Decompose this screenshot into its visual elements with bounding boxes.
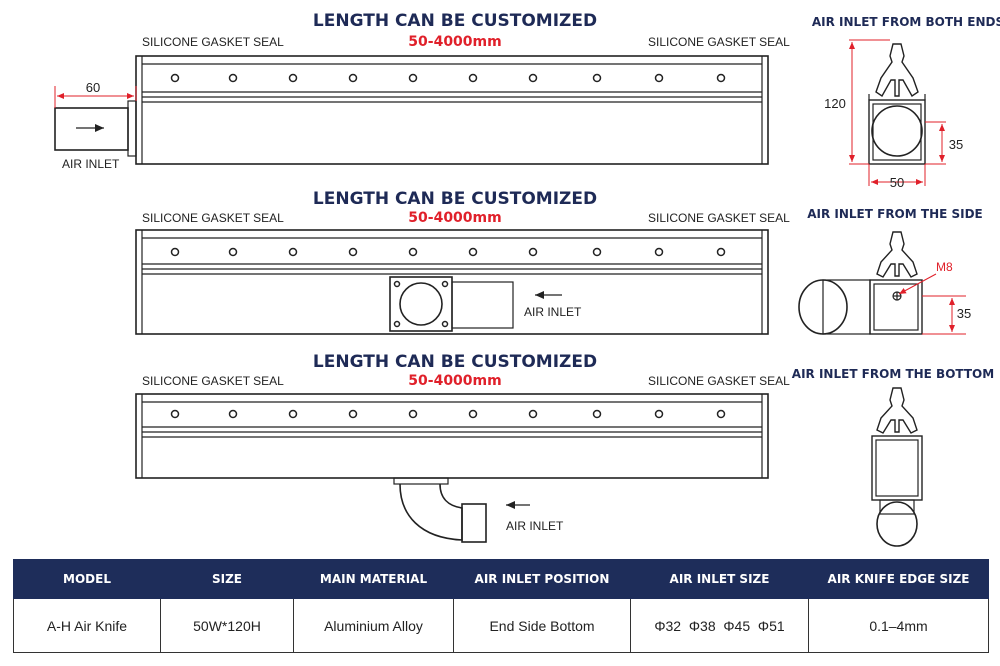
gasket-label-right: SILICONE GASKET SEAL	[648, 35, 790, 49]
profile-body	[871, 435, 923, 501]
gasket-label-left: SILICONE GASKET SEAL	[142, 374, 284, 388]
knife-body	[135, 229, 769, 335]
air-inlet-label-bottom: AIR INLET	[506, 519, 564, 533]
side-title-side: AIR INLET FROM THE SIDE	[807, 207, 983, 221]
side-title-bottom: AIR INLET FROM THE BOTTOM	[792, 367, 994, 381]
thread-label: M8	[936, 260, 953, 274]
header-air-inlet-position: AIR INLET POSITION	[453, 559, 631, 599]
section-view-side: AIR INLET FROM THE SIDE M8 35	[798, 207, 983, 335]
length-range: 50-4000mm	[408, 34, 501, 50]
spec-table: MODEL SIZE MAIN MATERIAL AIR INLET POSIT…	[13, 559, 989, 653]
cell-size: 50W*120H	[160, 598, 294, 653]
gasket-label-left: SILICONE GASKET SEAL	[142, 211, 284, 225]
bottom-inlet-elbow	[399, 483, 463, 541]
table-row: A-H Air Knife 50W*120H Aluminium Alloy E…	[13, 598, 989, 653]
front-view-end-inlet: LENGTH CAN BE CUSTOMIZED 50-4000mm SILIC…	[54, 11, 790, 171]
profile-body	[868, 99, 926, 165]
header-model: MODEL	[13, 559, 161, 599]
header-air-inlet-size: AIR INLET SIZE	[630, 559, 809, 599]
air-inlet-label-side: AIR INLET	[524, 305, 582, 319]
cell-air-knife-edge-size: 0.1–4mm	[808, 598, 989, 653]
length-range: 50-4000mm	[408, 210, 501, 226]
end-inlet-pipe	[54, 107, 129, 151]
bottom-inlet-pipe	[876, 501, 918, 547]
length-title: LENGTH CAN BE CUSTOMIZED	[313, 11, 597, 31]
gasket-label-left: SILICONE GASKET SEAL	[142, 35, 284, 49]
section-view-bottom: AIR INLET FROM THE BOTTOM	[792, 367, 994, 547]
bottom-inlet-flange	[393, 477, 449, 485]
cell-air-inlet-position: End Side Bottom	[453, 598, 631, 653]
mounting-holes	[170, 409, 726, 419]
gasket-label-right: SILICONE GASKET SEAL	[648, 374, 790, 388]
dim-offset: 35	[957, 306, 971, 321]
dim-offset: 35	[949, 137, 963, 152]
cell-main-material: Aluminium Alloy	[293, 598, 454, 653]
cell-model: A-H Air Knife	[13, 598, 161, 653]
dim-inlet-length: 60	[86, 80, 100, 95]
profile-body	[869, 279, 923, 335]
section-view-both-ends: AIR INLET FROM BOTH ENDS 120 50 35	[812, 15, 1000, 190]
gasket-label-right: SILICONE GASKET SEAL	[648, 211, 790, 225]
dim-height: 120	[824, 96, 846, 111]
knife-body	[135, 55, 769, 165]
header-air-knife-edge-size: AIR KNIFE EDGE SIZE	[808, 559, 989, 599]
cell-air-inlet-size: Φ32 Φ38 Φ45 Φ51	[630, 598, 809, 653]
length-title: LENGTH CAN BE CUSTOMIZED	[313, 189, 597, 209]
knife-body	[135, 393, 769, 479]
header-main-material: MAIN MATERIAL	[293, 559, 454, 599]
mounting-holes	[170, 73, 726, 83]
length-range: 50-4000mm	[408, 373, 501, 389]
header-size: SIZE	[160, 559, 294, 599]
spec-header-row: MODEL SIZE MAIN MATERIAL AIR INLET POSIT…	[13, 559, 989, 599]
air-knife-diagram: LENGTH CAN BE CUSTOMIZED 50-4000mm SILIC…	[54, 11, 1000, 547]
air-inlet-label-end: AIR INLET	[62, 157, 120, 171]
dim-width: 50	[890, 175, 904, 190]
side-inlet-pipe	[798, 279, 848, 335]
mounting-holes	[170, 247, 726, 257]
length-title: LENGTH CAN BE CUSTOMIZED	[313, 352, 597, 372]
front-view-bottom-inlet: LENGTH CAN BE CUSTOMIZED 50-4000mm SILIC…	[135, 352, 790, 543]
front-view-side-inlet: LENGTH CAN BE CUSTOMIZED 50-4000mm SILIC…	[135, 189, 790, 335]
side-title-both-ends: AIR INLET FROM BOTH ENDS	[812, 15, 1000, 29]
